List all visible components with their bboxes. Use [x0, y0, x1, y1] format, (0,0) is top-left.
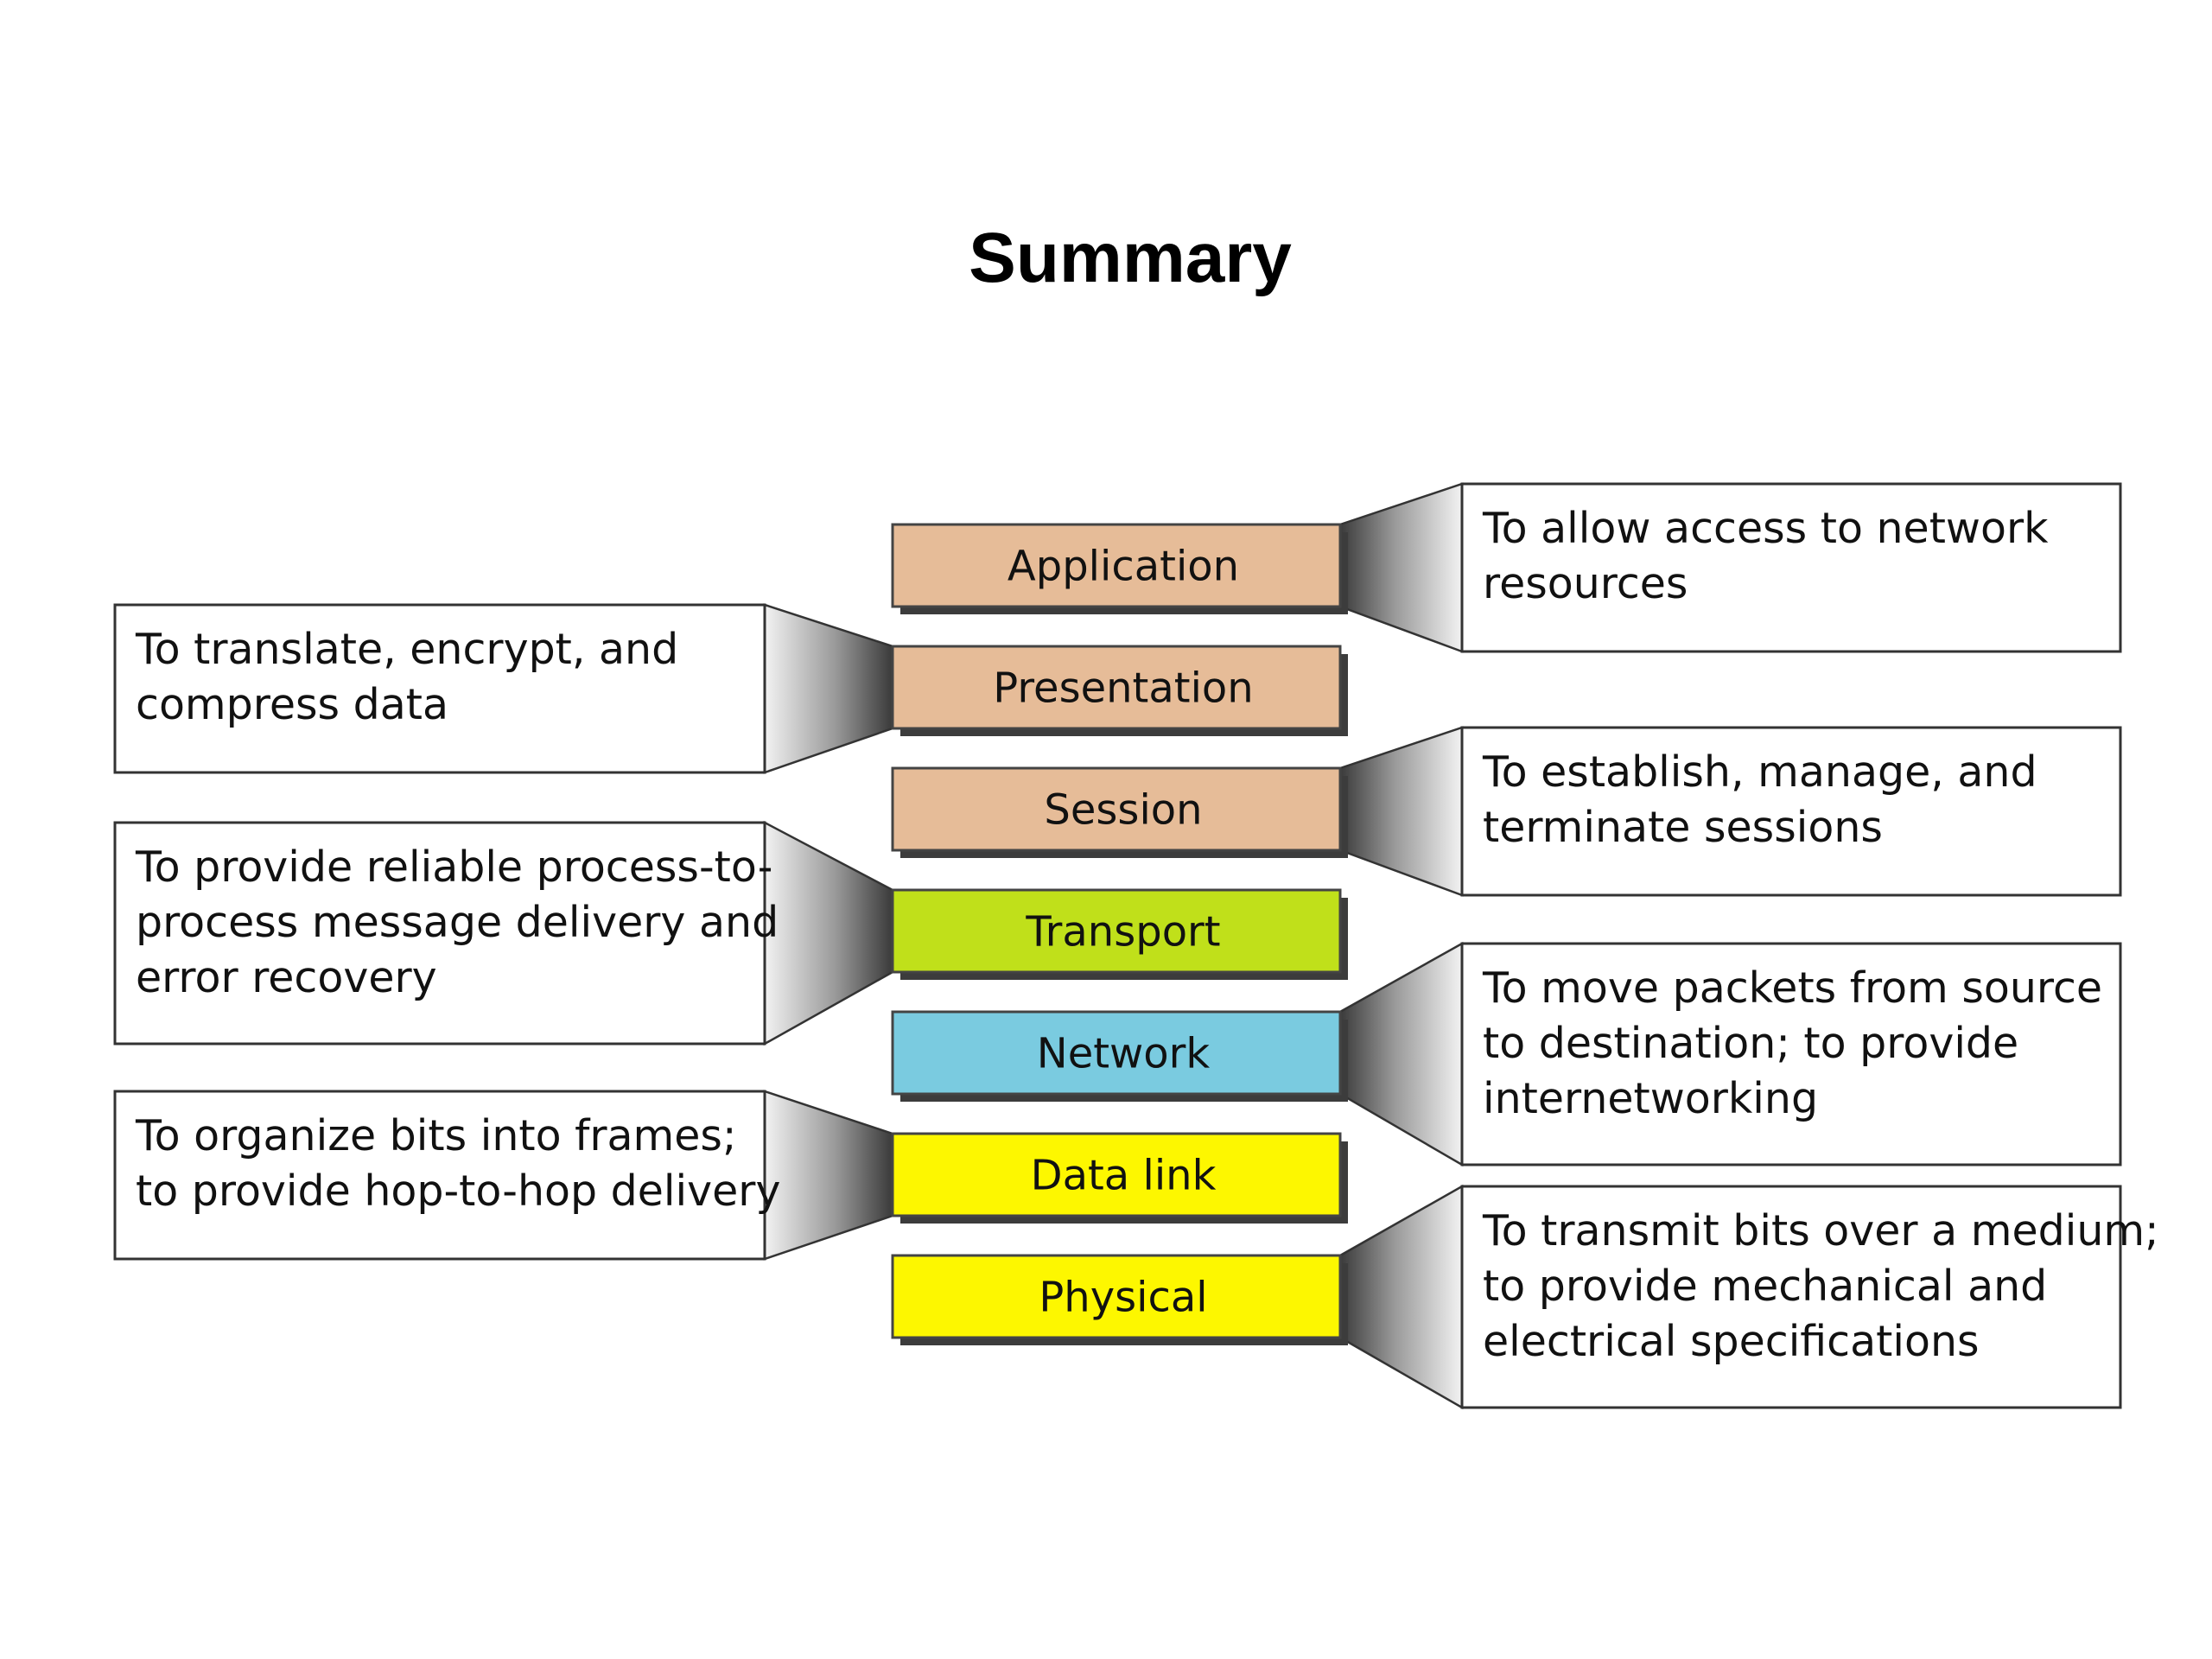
layer-box — [891, 645, 1342, 730]
description-line: To provide reliable process-to- — [135, 842, 772, 892]
description-data-link: To organize bits into frames; to provide … — [113, 1090, 780, 1261]
description-presentation: To translate, encrypt, and compress data — [113, 603, 766, 774]
description-line: compress data — [136, 680, 448, 729]
description-line: process message delivery and — [136, 898, 779, 947]
description-line: To transmit bits over a medium; — [1482, 1206, 2159, 1255]
description-line: internetworking — [1483, 1074, 1818, 1123]
layer-presentation: Presentation — [891, 645, 1348, 736]
description-application: To allow access to network resources — [1460, 482, 2122, 653]
layer-box — [891, 1132, 1342, 1217]
description-line: to provide hop-to-hop delivery — [136, 1166, 780, 1216]
connector-data-link — [763, 1090, 894, 1261]
connector-network — [1338, 941, 1464, 1167]
layer-box — [891, 1254, 1342, 1339]
slide-title: Summary — [969, 219, 1292, 297]
connector-transport — [763, 820, 894, 1046]
description-line: To translate, encrypt, and — [135, 625, 678, 674]
description-line: to destination; to provide — [1483, 1019, 2018, 1068]
layer-label-application: Application — [1007, 543, 1239, 591]
layer-network: Network — [891, 1010, 1348, 1102]
connector-application — [1338, 482, 1464, 653]
layer-application: Application — [891, 523, 1348, 614]
description-box — [113, 821, 766, 1046]
layer-label-transport: Transport — [1025, 908, 1220, 957]
description-line: to provide mechanical and — [1483, 1262, 2047, 1311]
description-box — [1460, 942, 2122, 1166]
connector-presentation — [763, 603, 894, 774]
layer-label-network: Network — [1037, 1030, 1211, 1078]
description-box — [113, 603, 766, 774]
connector-physical — [1338, 1184, 1464, 1410]
description-transport: To provide reliable process-to-process m… — [113, 821, 779, 1046]
description-line: electrical specifications — [1483, 1317, 1980, 1366]
layer-label-data-link: Data link — [1031, 1152, 1217, 1200]
description-session: To establish, manage, and terminate sessi… — [1460, 726, 2122, 897]
layer-box — [891, 523, 1342, 608]
description-network: To move packets from source to destinatio… — [1460, 942, 2122, 1166]
layer-data-link: Data link — [891, 1132, 1348, 1224]
layer-physical: Physical — [891, 1254, 1348, 1345]
layer-label-presentation: Presentation — [993, 664, 1253, 713]
description-line: To move packets from source — [1482, 963, 2102, 1013]
description-line: To allow access to network — [1482, 504, 2049, 553]
description-box — [113, 1090, 766, 1261]
description-physical: To transmit bits over a medium; to provid… — [1460, 1185, 2159, 1409]
layer-label-physical: Physical — [1039, 1274, 1207, 1322]
layer-transport: Transport — [891, 888, 1348, 980]
description-line: error recovery — [136, 953, 437, 1002]
description-box — [1460, 726, 2122, 897]
description-line: terminate sessions — [1483, 803, 1883, 852]
layer-session: Session — [891, 766, 1348, 858]
description-box — [1460, 482, 2122, 653]
layer-box — [891, 766, 1342, 852]
layer-box — [891, 888, 1342, 974]
connector-session — [1338, 726, 1464, 897]
layer-label-session: Session — [1044, 786, 1202, 835]
description-line: resources — [1483, 559, 1688, 608]
description-line: To establish, manage, and — [1482, 747, 2037, 797]
description-box — [1460, 1185, 2122, 1409]
layer-box — [891, 1010, 1342, 1096]
description-line: To organize bits into frames; — [135, 1111, 736, 1160]
